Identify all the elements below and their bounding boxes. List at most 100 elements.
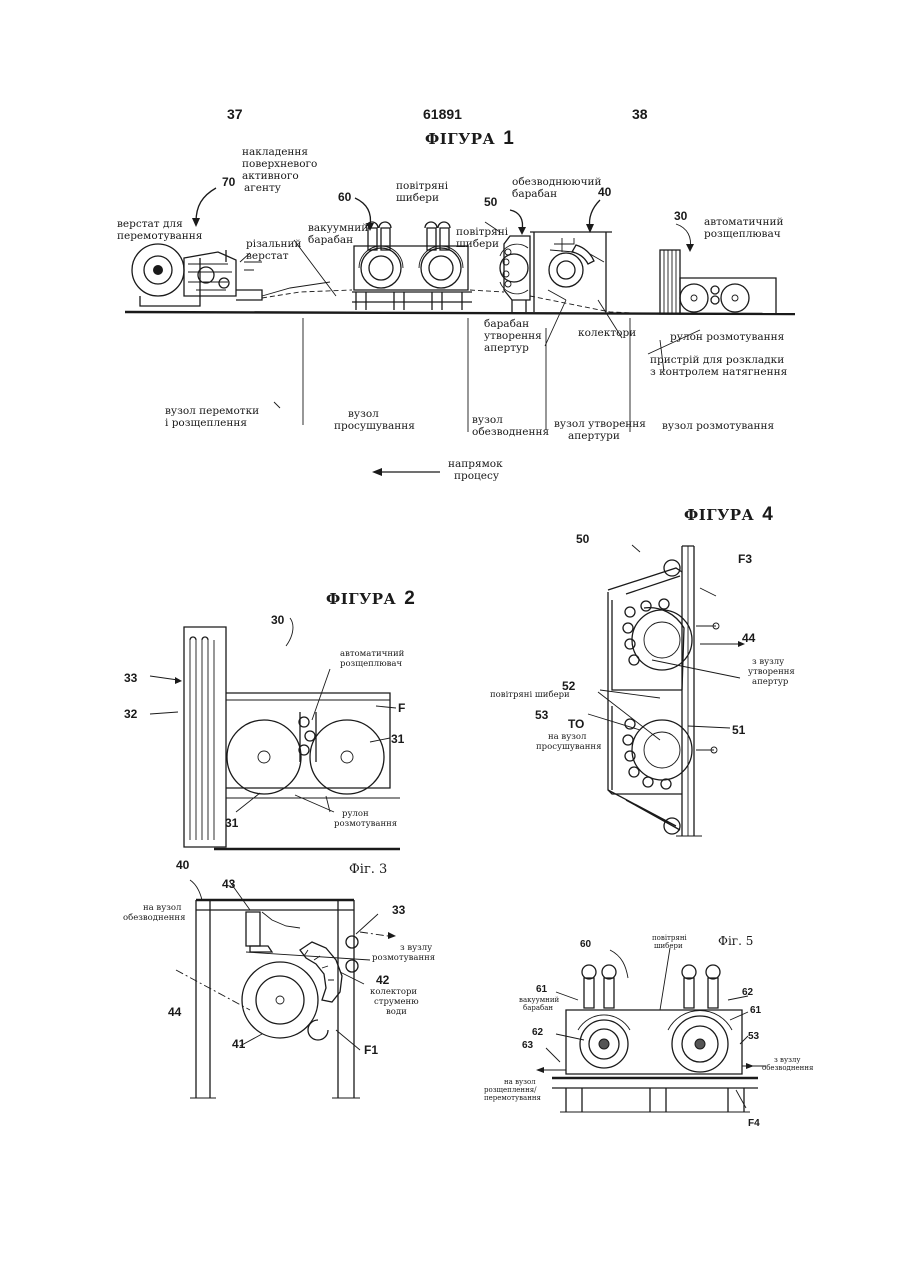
label-line: розмотування (372, 954, 435, 964)
label-to-dewater: на вузол обезводнення (123, 904, 185, 924)
label-aperture-drum: барабан утворення апертур (484, 318, 542, 354)
label-line: повітряні (456, 226, 508, 238)
label-line: апертур (748, 678, 795, 688)
label-direction: напрямок процесу (448, 458, 503, 482)
label-line: агенту (242, 182, 317, 194)
figure-2-title: ФІГУРА2 (326, 588, 415, 610)
label-line: перемотування (484, 1094, 541, 1102)
label-line: просушування (334, 420, 415, 432)
label-line: поверхневого (242, 158, 317, 170)
label-line: верстат для (117, 218, 202, 230)
label-line: повітряні (396, 180, 448, 192)
label-tension-device: пристрій для розкладки з контролем натяг… (650, 354, 787, 378)
patent-number: 61891 (423, 106, 462, 122)
ref-53: 53 (535, 709, 548, 723)
ref-50: 50 (484, 196, 497, 210)
figure-1-title: ФІГУРА1 (425, 128, 514, 150)
ref-33: 33 (124, 672, 137, 686)
label-line: обезводнення (472, 426, 549, 438)
label-line: повітряні (652, 934, 687, 942)
section-rewind: вузол перемотки і розщеплення (165, 405, 259, 429)
ref-F4: F4 (748, 1118, 760, 1130)
label-line: накладення (242, 146, 317, 158)
ref-F: F (398, 702, 405, 716)
label-line: барабан (308, 234, 368, 246)
label-line: просушування (536, 743, 601, 753)
ref-43: 43 (222, 878, 235, 892)
ref-50: 50 (576, 533, 589, 547)
label-line: вакуумний (519, 996, 559, 1004)
label-line: шибери (396, 192, 448, 204)
label-vacuum-drum: вакуумний барабан (519, 996, 559, 1012)
label-air-gates-mid: повітряні шибери (456, 226, 508, 250)
label-line: напрямок (448, 458, 503, 470)
ref-32: 32 (124, 708, 137, 722)
ref-40: 40 (176, 859, 189, 873)
label-dewater-drum: обезводнюючий барабан (512, 176, 602, 200)
ref-62-left: 62 (532, 1027, 543, 1039)
label-line: розщеплювач (704, 228, 783, 240)
label-line: барабан (512, 188, 602, 200)
ref-41: 41 (232, 1038, 245, 1052)
label-line: шибери (652, 942, 687, 950)
label-collectors: колектори струменю води (370, 988, 419, 1017)
label-line: вакуумний (308, 222, 368, 234)
label-from-unwind: з вузлу розмотування (372, 944, 435, 964)
figure-3-drawing (176, 880, 396, 1098)
ref-60: 60 (580, 939, 591, 951)
label-from-dewater: з вузлу обезводнення (762, 1056, 813, 1072)
label-line: вузол перемотки (165, 405, 259, 417)
label-line: розщеплення/ (484, 1086, 541, 1094)
ref-33: 33 (392, 904, 405, 918)
label-auto-splicer: автоматичний розщеплювач (704, 216, 783, 240)
label-line: розмотування (334, 820, 397, 830)
label-line: процесу (448, 470, 503, 482)
ref-51: 51 (732, 724, 745, 738)
figure-4-title-word: ФІГУРА (684, 506, 754, 524)
ref-62-right: 62 (742, 987, 753, 999)
label-collector: колектори (578, 327, 636, 339)
label-line: з вузлу (762, 1056, 813, 1064)
figure-1-title-word: ФІГУРА (425, 130, 495, 148)
section-aperture: вузол утворення апертури (554, 418, 646, 442)
label-unwind-rolls: рулон розмотування (670, 331, 784, 343)
label-line: на вузол (484, 1078, 541, 1086)
label-line: вузол утворення (554, 418, 646, 430)
label-line: шибери (456, 238, 508, 250)
section-unwind: вузол розмотування (662, 420, 774, 432)
label-to-dry: на вузол просушування (536, 733, 601, 753)
label-surface-agent: накладення поверхневого активного агенту (242, 146, 317, 194)
figure-2-number: 2 (404, 588, 415, 609)
figure-5-drawing (536, 948, 766, 1112)
ref-70: 70 (222, 176, 235, 190)
label-air-gates: повітряні шибери (490, 691, 570, 701)
ref-44: 44 (742, 632, 755, 646)
label-line: з контролем натягнення (650, 366, 787, 378)
label-unwind-roll: рулон розмотування (334, 810, 397, 830)
label-line: перемотування (117, 230, 202, 242)
section-dewater: вузол обезводнення (472, 414, 549, 438)
label-line: утворення (484, 330, 542, 342)
figure-4-drawing (588, 545, 745, 836)
label-line: активного (242, 170, 317, 182)
label-line: вузол (472, 414, 549, 426)
figure-3-title: Фіг. 3 (349, 863, 387, 878)
label-line: розщеплювач (340, 660, 404, 670)
label-line: автоматичний (704, 216, 783, 228)
label-line: пристрій для розкладки (650, 354, 787, 366)
ref-31-right: 31 (391, 733, 404, 747)
label-air-gates: повітряні шибери (652, 934, 687, 950)
ref-F1: F1 (364, 1044, 378, 1058)
ref-60: 60 (338, 191, 351, 205)
page-number-left: 37 (227, 106, 243, 122)
label-rewinder: верстат для перемотування (117, 218, 202, 242)
ref-42: 42 (376, 974, 389, 988)
page-number-right: 38 (632, 106, 648, 122)
ref-F3: F3 (738, 553, 752, 567)
figure-5-title: Фіг. 5 (718, 935, 753, 949)
label-line: обезводнення (123, 914, 185, 924)
label-auto-splicer: автоматичний розщеплювач (340, 650, 404, 670)
section-dry: вузол просушування (334, 408, 415, 432)
figure-4-number: 4 (762, 504, 773, 525)
